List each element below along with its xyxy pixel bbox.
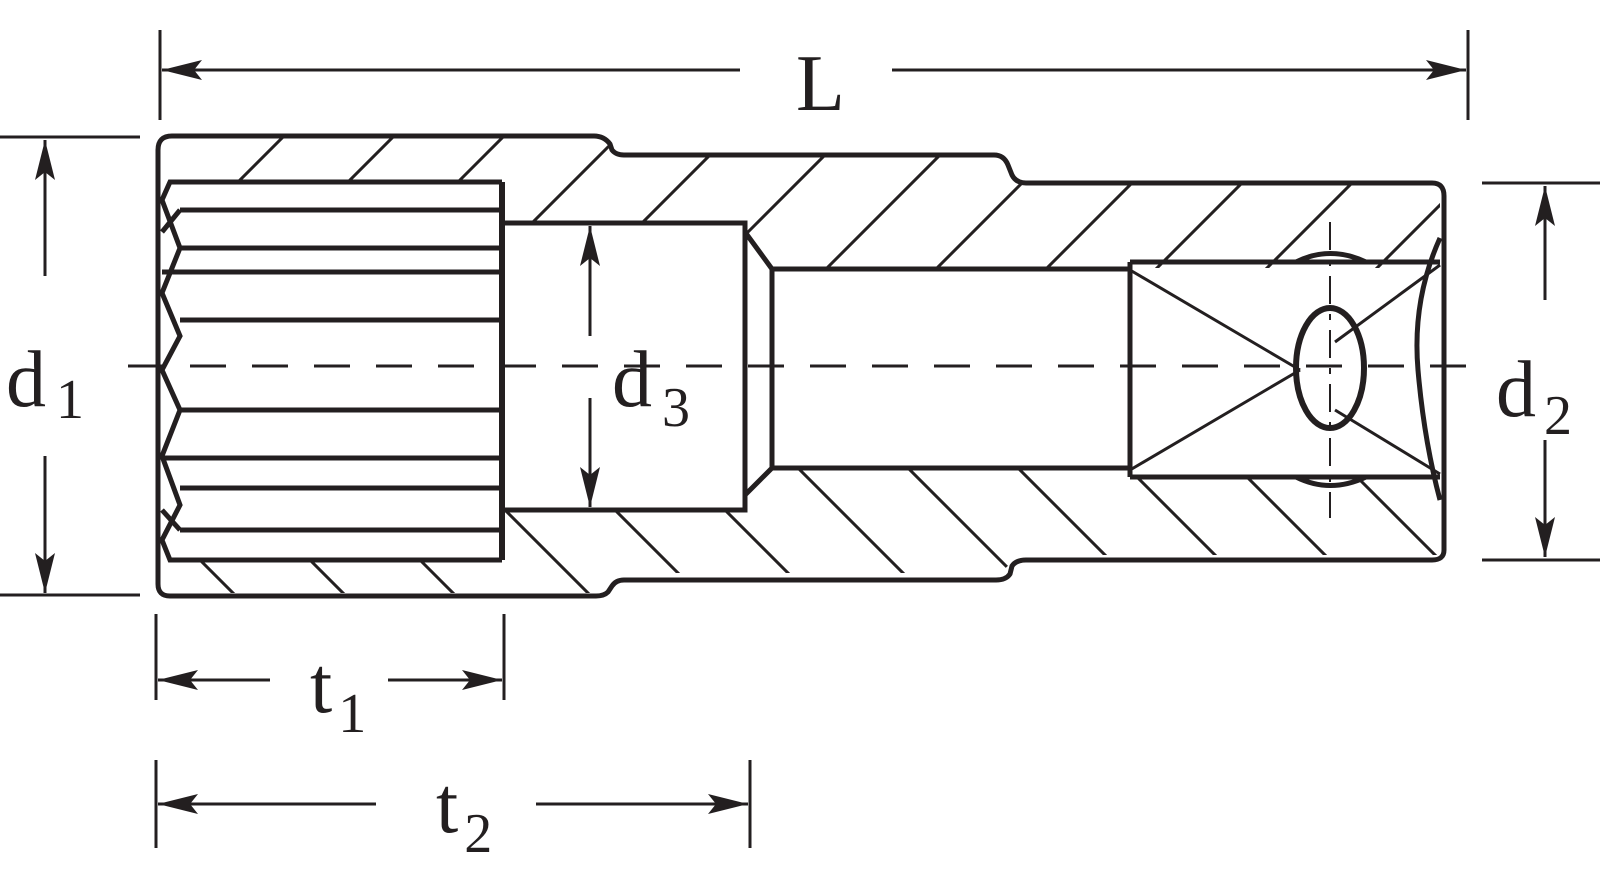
label-t1: t 1 — [310, 642, 366, 745]
label-d2: d 2 — [1496, 346, 1572, 447]
square-drive — [1127, 236, 1443, 501]
dimension-lines — [0, 30, 1600, 848]
twelve-point-cavity — [159, 179, 505, 563]
label-t2: t 2 — [436, 762, 492, 865]
label-d3: d 3 — [612, 336, 690, 439]
dimension-labels: L d 1 d 3 d 2 t 1 t 2 — [6, 40, 1572, 865]
label-L: L — [796, 40, 845, 128]
socket-body — [128, 133, 1490, 599]
bore — [502, 220, 775, 513]
inner-passage — [772, 266, 1130, 471]
label-d1: d 1 — [6, 336, 84, 431]
socket-outline — [155, 133, 1447, 599]
